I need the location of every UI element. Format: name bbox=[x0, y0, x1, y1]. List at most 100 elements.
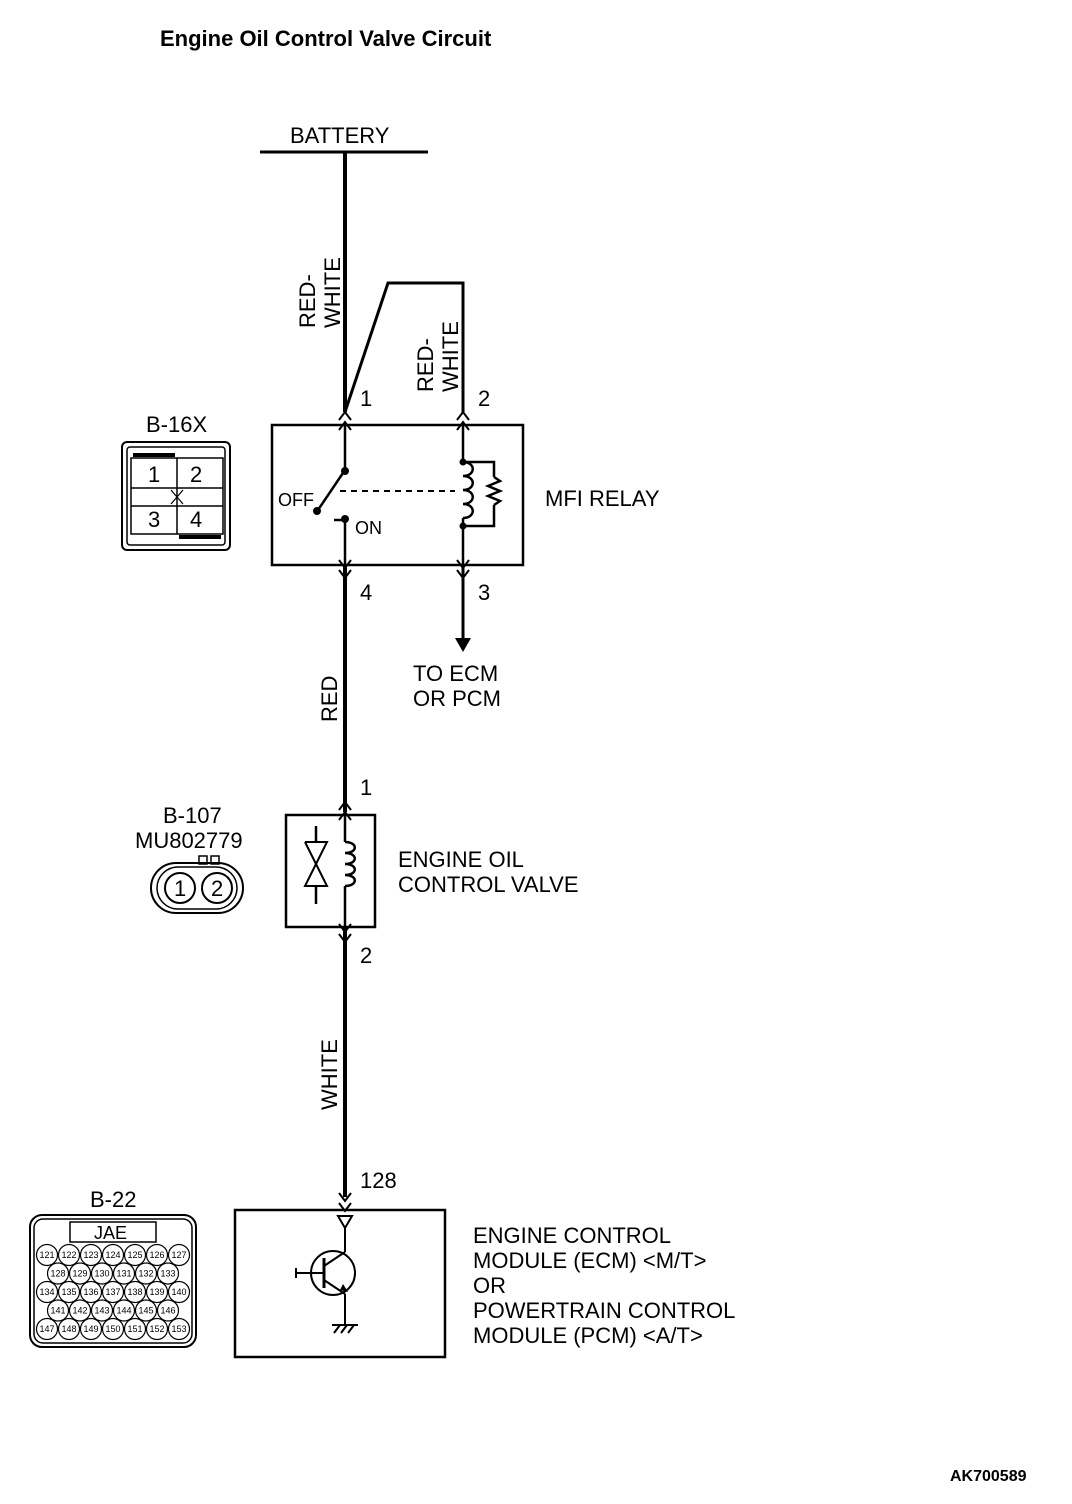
b22-pin-circle bbox=[57, 1280, 81, 1304]
b22-pin-circle bbox=[46, 1299, 70, 1322]
battery-label: BATTERY bbox=[290, 123, 390, 148]
b22-pin-label: 146 bbox=[160, 1306, 175, 1316]
b22-pin-circle bbox=[68, 1299, 92, 1322]
b22-pin-circle bbox=[35, 1280, 59, 1304]
ecm-label-5: MODULE (PCM) <A/T> bbox=[473, 1323, 703, 1348]
b22-pin-circle bbox=[79, 1317, 103, 1341]
coil-node-top bbox=[459, 458, 467, 466]
b22-pin-circle bbox=[134, 1262, 158, 1285]
mfi-relay-label: MFI RELAY bbox=[545, 486, 660, 511]
svg-text:WHITE: WHITE bbox=[320, 257, 345, 328]
b22-id: B-22 bbox=[90, 1187, 136, 1212]
figure-reference: AK700589 bbox=[950, 1468, 1027, 1485]
b22-pin-circle bbox=[167, 1280, 191, 1304]
b16x-cell-2: 2 bbox=[190, 462, 202, 487]
b22-pin-circle bbox=[123, 1280, 147, 1304]
b22-pin-circle bbox=[101, 1317, 125, 1341]
b22-pin-label: 127 bbox=[171, 1250, 186, 1260]
b22-pin-label: 141 bbox=[50, 1306, 65, 1316]
b22-pin-label: 130 bbox=[94, 1269, 109, 1279]
b22-pin-circle bbox=[112, 1299, 136, 1322]
b22-pin-label: 148 bbox=[61, 1324, 76, 1334]
b22-pin-label: 143 bbox=[94, 1306, 109, 1316]
ecm-label-1: ENGINE CONTROL bbox=[473, 1223, 671, 1248]
transistor-emitter-arrow bbox=[340, 1284, 348, 1292]
b22-pin-label: 136 bbox=[83, 1287, 98, 1297]
b22-pin-circle bbox=[112, 1262, 136, 1285]
b22-pin-circle bbox=[134, 1299, 158, 1322]
to-ecm-arrow bbox=[455, 638, 471, 652]
to-ecm-line2: OR PCM bbox=[413, 686, 501, 711]
switch-contact-on bbox=[341, 515, 349, 523]
valve-pin-1: 1 bbox=[360, 775, 372, 800]
valve-label-line2: CONTROL VALVE bbox=[398, 872, 579, 897]
b22-pin-label: 137 bbox=[105, 1287, 120, 1297]
relay-pin-marks bbox=[338, 410, 470, 580]
b22-pin-circle bbox=[90, 1299, 114, 1322]
b22-pin-circle bbox=[57, 1243, 81, 1267]
b22-maker: JAE bbox=[94, 1223, 127, 1243]
b107-cell-1: 1 bbox=[174, 876, 186, 901]
b22-pin-circle bbox=[101, 1280, 125, 1304]
switch-contact-off bbox=[313, 507, 321, 515]
svg-text:RED-: RED- bbox=[413, 338, 438, 392]
b22-pin-label: 131 bbox=[116, 1269, 131, 1279]
switch-off-label: OFF bbox=[278, 490, 314, 510]
b22-pin-circle bbox=[123, 1317, 147, 1341]
ecm-pin-128: 128 bbox=[360, 1168, 397, 1193]
relay-pin-1: 1 bbox=[360, 386, 372, 411]
b16x-cell-1: 1 bbox=[148, 462, 160, 487]
wire-branch-to-relay-pin2 bbox=[343, 281, 465, 413]
ecm-box bbox=[233, 1208, 447, 1359]
wire-label-red-white-main: RED- WHITE bbox=[295, 257, 345, 328]
to-ecm-line1: TO ECM bbox=[413, 661, 498, 686]
b22-pin-label: 124 bbox=[105, 1250, 120, 1260]
b22-pin-label: 126 bbox=[149, 1250, 164, 1260]
wire-color-red: RED bbox=[317, 676, 342, 722]
wire-color-white: WHITE bbox=[317, 1039, 342, 1110]
b22-pin-circle bbox=[101, 1243, 125, 1267]
b22-pin-circle bbox=[35, 1317, 59, 1341]
b22-pin-label: 121 bbox=[39, 1250, 54, 1260]
b22-pin-label: 129 bbox=[72, 1269, 87, 1279]
b22-pin-label: 133 bbox=[160, 1269, 175, 1279]
b107-connector bbox=[150, 855, 244, 914]
b22-pin-circle bbox=[79, 1280, 103, 1304]
b22-pin-label: 151 bbox=[127, 1324, 142, 1334]
b22-pin-circle bbox=[57, 1317, 81, 1341]
b16x-cell-4: 4 bbox=[190, 507, 202, 532]
ecm-transistor bbox=[295, 1215, 358, 1334]
b107-part: MU802779 bbox=[135, 828, 243, 853]
b22-pin-circle bbox=[123, 1243, 147, 1267]
b22-pin-label: 144 bbox=[116, 1306, 131, 1316]
b22-pin-label: 125 bbox=[127, 1250, 142, 1260]
b22-pin-label: 132 bbox=[138, 1269, 153, 1279]
svg-text:WHITE: WHITE bbox=[438, 321, 463, 392]
b22-pin-circle bbox=[167, 1243, 191, 1267]
b22-pin-circle bbox=[90, 1262, 114, 1285]
b22-pin-circle bbox=[156, 1299, 180, 1322]
b22-pin-label: 138 bbox=[127, 1287, 142, 1297]
b22-pin-circle bbox=[46, 1262, 70, 1285]
b22-pin-label: 149 bbox=[83, 1324, 98, 1334]
b22-pin-label: 139 bbox=[149, 1287, 164, 1297]
diagram-title: Engine Oil Control Valve Circuit bbox=[160, 26, 492, 51]
b22-pin-circle bbox=[35, 1243, 59, 1267]
mfi-relay-box bbox=[270, 423, 525, 567]
b22-pin-label: 123 bbox=[83, 1250, 98, 1260]
b22-pin-label: 122 bbox=[61, 1250, 76, 1260]
b22-pin-label: 135 bbox=[61, 1287, 76, 1297]
ecm-label-3: OR bbox=[473, 1273, 506, 1298]
b22-pin-label: 128 bbox=[50, 1269, 65, 1279]
b22-pin-label: 134 bbox=[39, 1287, 54, 1297]
b22-pin-label: 152 bbox=[149, 1324, 164, 1334]
coil-node-bottom bbox=[459, 522, 467, 530]
b22-pin-circle bbox=[68, 1262, 92, 1285]
b22-pin-circle bbox=[145, 1317, 169, 1341]
b22-pin-circle bbox=[167, 1317, 191, 1341]
b16x-connector bbox=[121, 441, 231, 551]
b22-pin-grid: 121 122 123 124 125 126 127 128 129 130 131 132 133 1… bbox=[35, 1243, 191, 1341]
b22-pin-circle bbox=[156, 1262, 180, 1285]
b22-pin-label: 147 bbox=[39, 1324, 54, 1334]
